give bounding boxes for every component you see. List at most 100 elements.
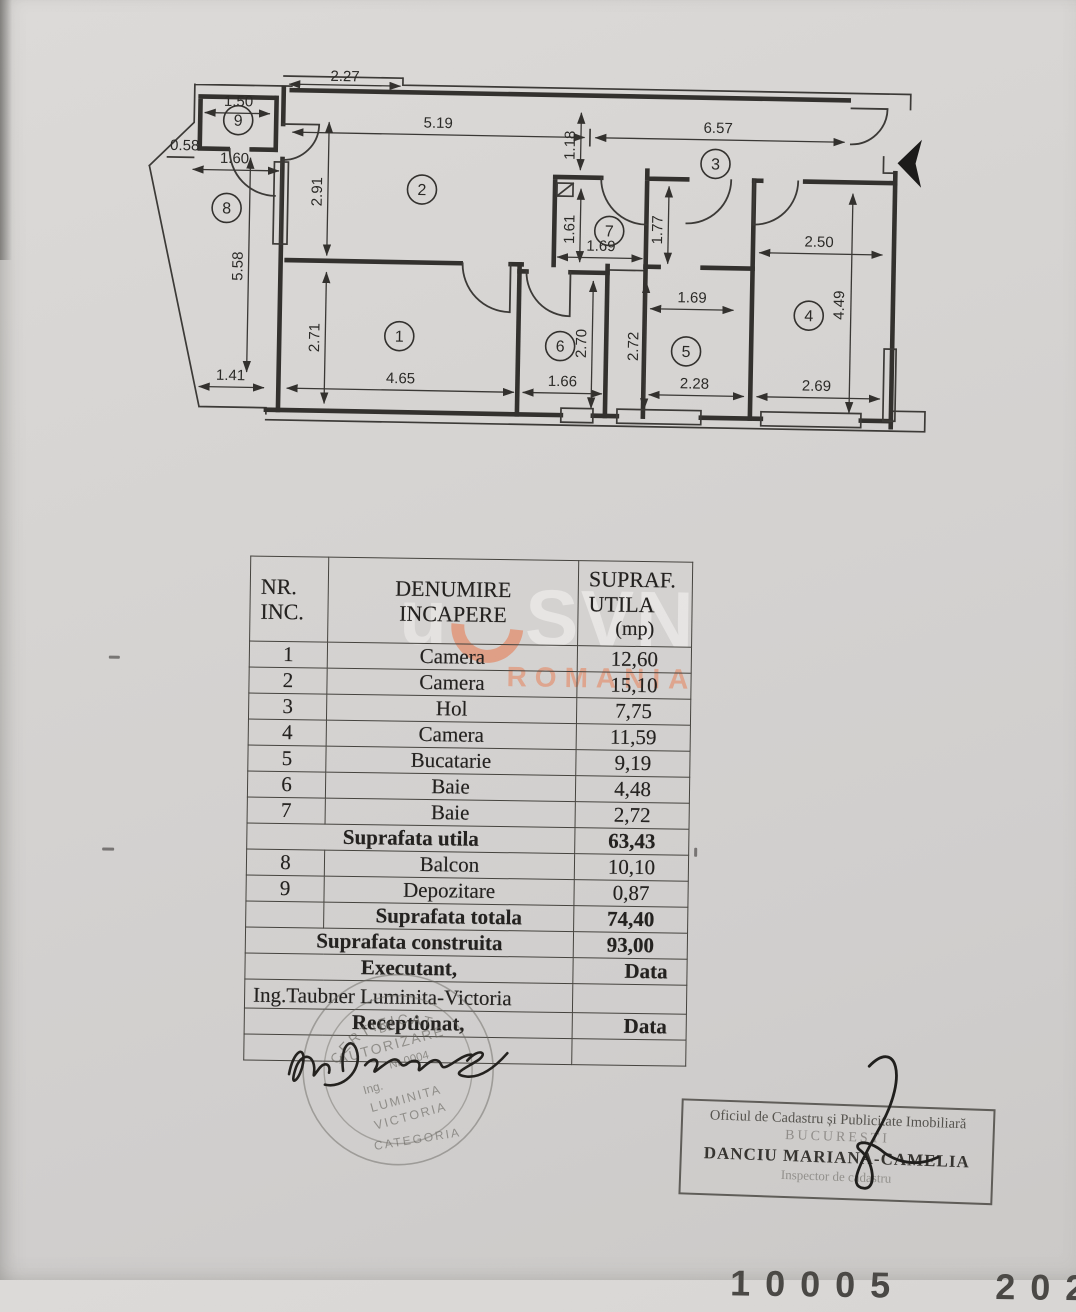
cell-name: Camera — [327, 642, 578, 672]
dimension-annotations: 2.27 1.50 0.58 1.60 5.19 1.18 6.57 2.91 5.58 2.71… — [170, 68, 884, 414]
footer-serial: 10005 — [729, 1262, 906, 1306]
room-number-circle — [700, 148, 731, 180]
dimension-line — [755, 392, 881, 403]
dimension-label: 1.41 — [216, 367, 246, 385]
dimension-label: 1.61 — [561, 215, 579, 245]
dimension-line — [322, 121, 334, 257]
cell-nr: 9 — [245, 875, 325, 903]
header-incapere: INCAPERE — [399, 600, 507, 628]
room-number-circle — [670, 336, 702, 367]
dimension-label: 2.72 — [625, 332, 643, 362]
dimension-line — [242, 157, 255, 373]
scan-mark — [102, 847, 115, 851]
dimension-line — [291, 128, 586, 142]
dimension-label: 1.66 — [548, 373, 578, 391]
room-number-circle — [544, 330, 576, 362]
dimension-label: 1.60 — [220, 150, 250, 168]
footer-year: 2021 - = — [994, 1266, 1076, 1311]
header-mp: (mp) — [615, 617, 655, 640]
dimension-label: 2.71 — [306, 323, 324, 353]
cell-area: 15,10 — [576, 671, 692, 700]
cell-name: Camera — [326, 720, 577, 750]
floor-plan: 2.27 1.50 0.58 1.60 5.19 1.18 6.57 2.91 5.58 2.71… — [148, 68, 926, 433]
cell-name: Camera — [326, 668, 578, 698]
dimension-line — [198, 382, 265, 392]
dimension-line — [640, 281, 651, 410]
cell-name: Depozitare — [323, 876, 575, 906]
signature-date-cell — [572, 983, 687, 1015]
header-utila: UTILA — [588, 590, 655, 617]
cell-name: Bucatarie — [325, 746, 577, 776]
cell-area: 93,00 — [573, 931, 688, 960]
cell-area: 63,43 — [574, 827, 689, 856]
room-number-circle — [211, 192, 242, 224]
scan-edge-shadow — [0, 0, 12, 260]
dimension-line — [587, 280, 598, 409]
authorization-round-stamp: CERTIFICAT DE AUTORIZARE Nr 0004 Ing. LU… — [302, 973, 494, 1166]
dimension-line — [192, 165, 280, 175]
room-number-circle — [383, 320, 415, 352]
room-number-circle — [593, 215, 625, 247]
dimension-label: 5.58 — [229, 251, 247, 281]
outer-thin-walls — [148, 75, 926, 433]
header-supraf-utila: SUPRAF. UTILA (mp) — [577, 560, 693, 648]
cell-name: Baie — [325, 798, 576, 828]
dimension-label: 5.19 — [423, 115, 453, 133]
dimension-label: 4.49 — [831, 290, 849, 320]
dimension-label: 2.50 — [804, 234, 834, 252]
cell-nr: 1 — [249, 641, 328, 669]
receptionat-date-cell — [571, 1038, 687, 1067]
cell-nr: 6 — [247, 771, 326, 799]
cell-nr — [245, 901, 324, 929]
dimension-label: 2.28 — [680, 375, 710, 393]
cell-nr: 2 — [248, 667, 328, 695]
dimension-line — [845, 193, 857, 414]
room-number-label: 1 — [395, 329, 404, 346]
header-nr: NR. — [260, 573, 298, 600]
room-number-label: 7 — [605, 223, 614, 240]
dimension-line — [286, 384, 515, 397]
header-nr-inc: NR. INC. — [249, 556, 329, 643]
dimension-line — [758, 248, 884, 259]
room-number-circle — [406, 174, 438, 205]
dimension-label: 2.91 — [309, 177, 327, 207]
dimension-label: 1.18 — [562, 130, 580, 160]
inspector-signature — [854, 1055, 940, 1190]
room-number-label: 9 — [234, 113, 243, 130]
cell-name: Balcon — [324, 850, 575, 880]
dimension-label: 2.27 — [330, 68, 360, 86]
room-number-label: 8 — [222, 200, 231, 217]
dimension-label: 1.69 — [586, 238, 616, 256]
executant-signature — [287, 1042, 509, 1087]
dimension-label: 1.50 — [224, 93, 254, 111]
dimension-line — [647, 390, 745, 401]
cell-area: 10,10 — [574, 853, 689, 882]
cell-nr: 3 — [248, 693, 327, 721]
cell-area: 12,60 — [577, 645, 692, 674]
dimension-label: 4.65 — [386, 370, 416, 388]
executant-data-label: Data — [572, 957, 688, 986]
header-denumire: DENUMIRE — [395, 575, 512, 603]
dimension-label: 1.69 — [677, 289, 707, 307]
room-number-label: 3 — [711, 156, 720, 173]
cell-area: 2,72 — [575, 801, 690, 830]
windows — [272, 160, 898, 429]
cell-nr: 7 — [247, 797, 326, 825]
table-header-row: NR. INC. DENUMIRE INCAPERE SUPRAF. UTILA… — [249, 556, 693, 648]
header-inc: INC. — [260, 598, 305, 625]
dimension-label: 0.58 — [170, 137, 200, 155]
footer-serial-year: 10005 2021 - = — [730, 1262, 1076, 1311]
dimension-label: 1.77 — [649, 215, 667, 245]
dimension-line — [575, 188, 585, 263]
dimension-line — [556, 253, 644, 263]
door-arcs — [228, 107, 889, 318]
cell-nr: 8 — [246, 849, 325, 877]
cell-area: 0,87 — [573, 879, 689, 908]
cell-area: 7,75 — [576, 697, 691, 726]
dimension-label: 6.57 — [703, 120, 733, 138]
room-number-label: 4 — [804, 308, 813, 325]
walls — [197, 85, 898, 430]
header-denumire-incapere: DENUMIRE INCAPERE — [327, 557, 579, 646]
